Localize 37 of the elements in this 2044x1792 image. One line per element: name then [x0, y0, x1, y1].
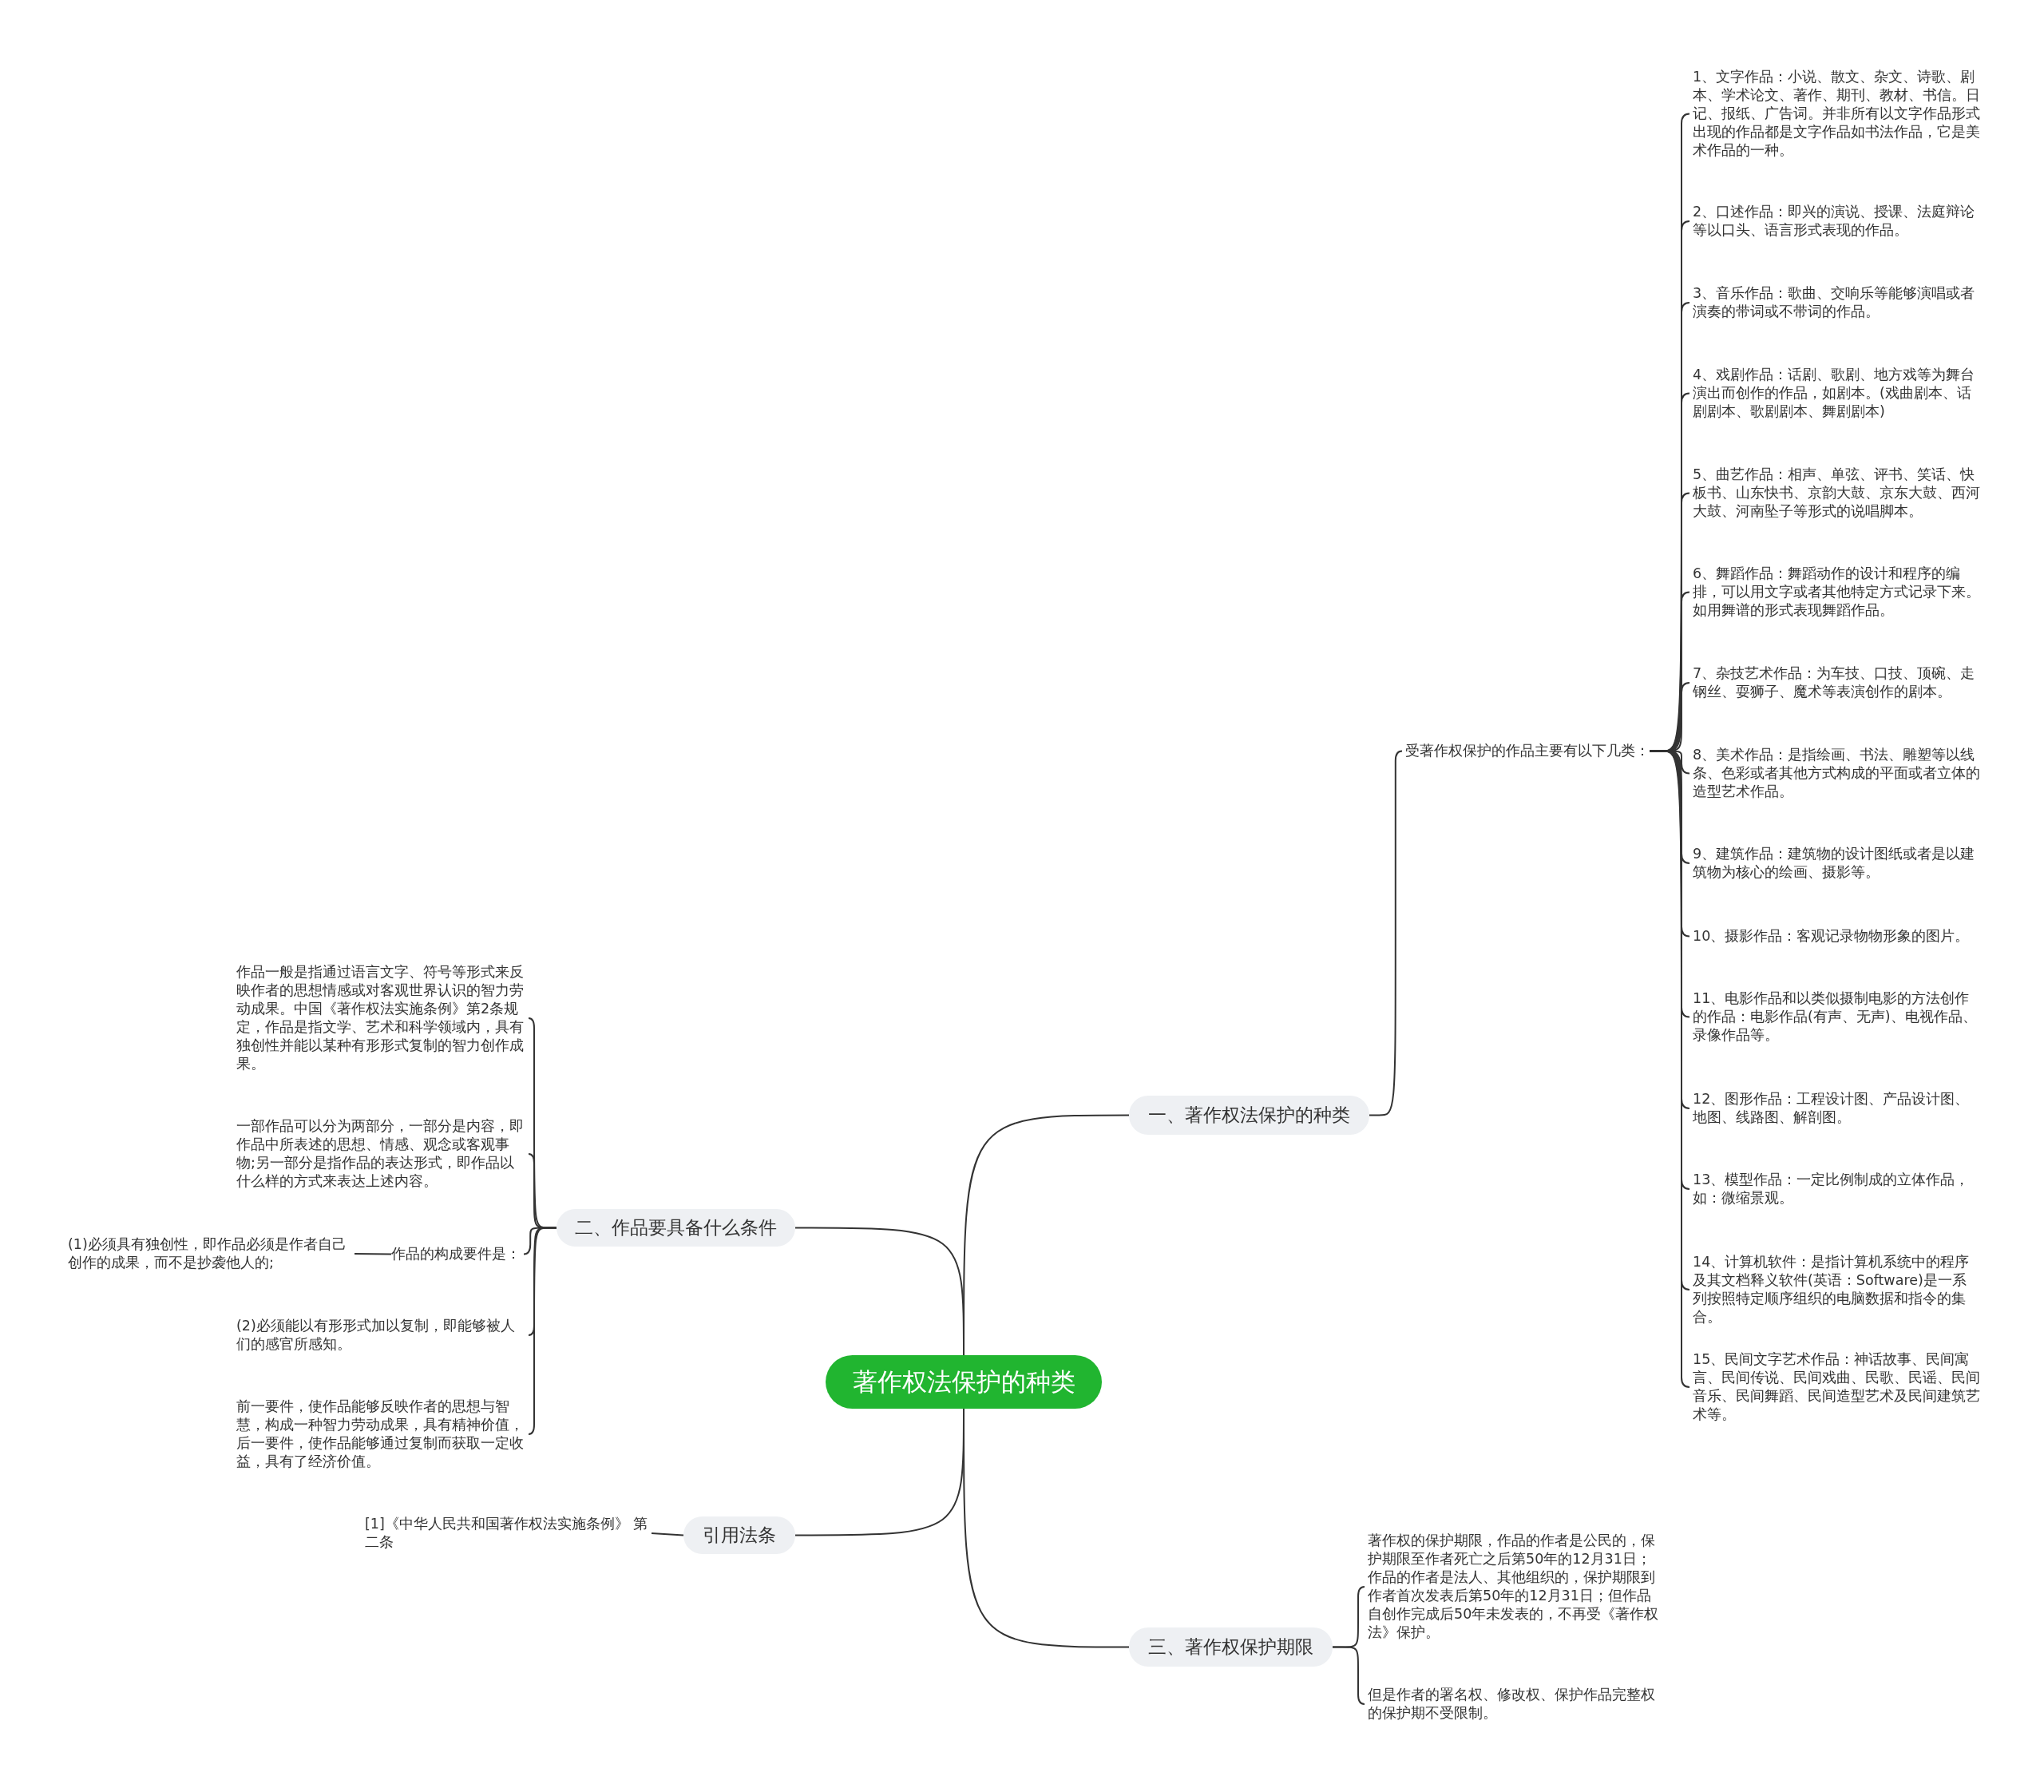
- note-text: [1]《中华人民共和国著作权法实施条例》 第二条: [365, 1515, 648, 1552]
- note-text: 8、美术作品：是指绘画、书法、雕塑等以线条、色彩或者其他方式构成的平面或者立体的造型艺术作品。: [1693, 746, 1980, 801]
- note-text: 著作权的保护期限，作品的作者是公民的，保护期限至作者死亡之后第50年的12月31日；作品的作者是法人、其他组织的，保护期限到作者首次发表后第50年的12月31日；但作品自创作完成后50年未发表的，不再受《著作权法》保护。: [1368, 1532, 1659, 1642]
- note-text: 4、戏剧作品：话剧、歌剧、地方戏等为舞台演出而创作的作品，如剧本。(戏曲剧本、话剧剧本、歌剧剧本、舞剧剧本): [1693, 366, 1980, 421]
- note-text: 作品的构成要件是：: [391, 1245, 521, 1263]
- note-text: 13、模型作品：一定比例制成的立体作品，如：微缩景观。: [1693, 1171, 1980, 1207]
- connector-line: [354, 1253, 392, 1255]
- note-text: 前一要件，使作品能够反映作者的思想与智慧，构成一种智力劳动成果，具有精神价值，后一要件，使作品能够通过复制而获取一定收益，具有了经济价值。: [236, 1398, 525, 1471]
- branch-topic: 三、著作权保护期限: [1129, 1627, 1333, 1667]
- note-text: 7、杂技艺术作品：为车技、口技、顶碗、走钢丝、耍狮子、魔术等表演创作的剧本。: [1693, 664, 1980, 701]
- note-text: 受著作权保护的作品主要有以下几类：: [1405, 742, 1650, 760]
- branch-topic: 一、著作权法保护的种类: [1129, 1096, 1369, 1135]
- note-text: 2、口述作品：即兴的演说、授课、法庭辩论等以口头、语言形式表现的作品。: [1693, 203, 1980, 240]
- central-topic: 著作权法保护的种类: [826, 1355, 1102, 1409]
- note-text: 12、图形作品：工程设计图、产品设计图、地图、线路图、解剖图。: [1693, 1090, 1980, 1127]
- note-text: 一部作品可以分为两部分，一部分是内容，即作品中所表述的思想、情感、观念或客观事物;另一部分是指作品的表达形式，即作品以什么样的方式来表达上述内容。: [236, 1117, 525, 1191]
- note-text: 5、曲艺作品：相声、单弦、评书、笑话、快板书、山东快书、京韵大鼓、京东大鼓、西河大鼓、河南坠子等形式的说唱脚本。: [1693, 466, 1980, 521]
- branch-topic: 二、作品要具备什么条件: [557, 1209, 795, 1247]
- note-text: 11、电影作品和以类似摄制电影的方法创作的作品：电影作品(有声、无声)、电视作品、录像作品等。: [1693, 989, 1980, 1045]
- note-text: 14、计算机软件：是指计算机系统中的程序及其文档释义软件(英语：Software)是一系列按照特定顺序组织的电脑数据和指令的集合。: [1693, 1253, 1980, 1326]
- branch-topic: 引用法条: [683, 1516, 795, 1554]
- connector-line: [794, 1227, 965, 1356]
- note-text: 6、舞蹈作品：舞蹈动作的设计和程序的编排，可以用文字或者其他特定方式记录下来。如用舞谱的形式表现舞蹈作品。: [1693, 565, 1980, 620]
- note-text: (1)必须具有独创性，即作品必须是作者自己创作的成果，而不是抄袭他人的;: [68, 1235, 351, 1272]
- connector-line: [1332, 1646, 1365, 1705]
- connector-line: [528, 1227, 557, 1435]
- note-text: 9、建筑作品：建筑物的设计图纸或者是以建筑物为核心的绘画、摄影等。: [1693, 845, 1980, 882]
- note-text: 但是作者的署名权、修改权、保护作品完整权的保护期不受限制。: [1368, 1686, 1659, 1723]
- connector-line: [794, 1408, 965, 1536]
- note-text: (2)必须能以有形形式加以复制，即能够被人们的感官所感知。: [236, 1317, 525, 1354]
- note-text: 10、摄影作品：客观记录物物形象的图片。: [1693, 927, 1970, 946]
- note-text: 3、音乐作品：歌曲、交响乐等能够演唱或者演奏的带词或不带词的作品。: [1693, 284, 1980, 321]
- note-text: 15、民间文字艺术作品：神话故事、民间寓言、民间传说、民间戏曲、民歌、民谣、民间音乐、民间舞蹈、民间造型艺术及民间建筑艺术等。: [1693, 1350, 1980, 1424]
- connector-line: [651, 1532, 684, 1536]
- note-text: 1、文字作品：小说、散文、杂文、诗歌、剧本、学术论文、著作、期刊、教材、书信。日记、报纸、广告词。并非所有以文字作品形式出现的作品都是文字作品如书法作品，它是美术作品的一种。: [1693, 68, 1980, 160]
- note-text: 作品一般是指通过语言文字、符号等形式来反映作者的思想情感或对客观世界认识的智力劳动成果。中国《著作权法实施条例》第2条规定，作品是指文学、艺术和科学领域内，具有独创性并能以某种有形形式复制的智力创作成果。: [236, 963, 525, 1073]
- connector-line: [1369, 750, 1403, 1116]
